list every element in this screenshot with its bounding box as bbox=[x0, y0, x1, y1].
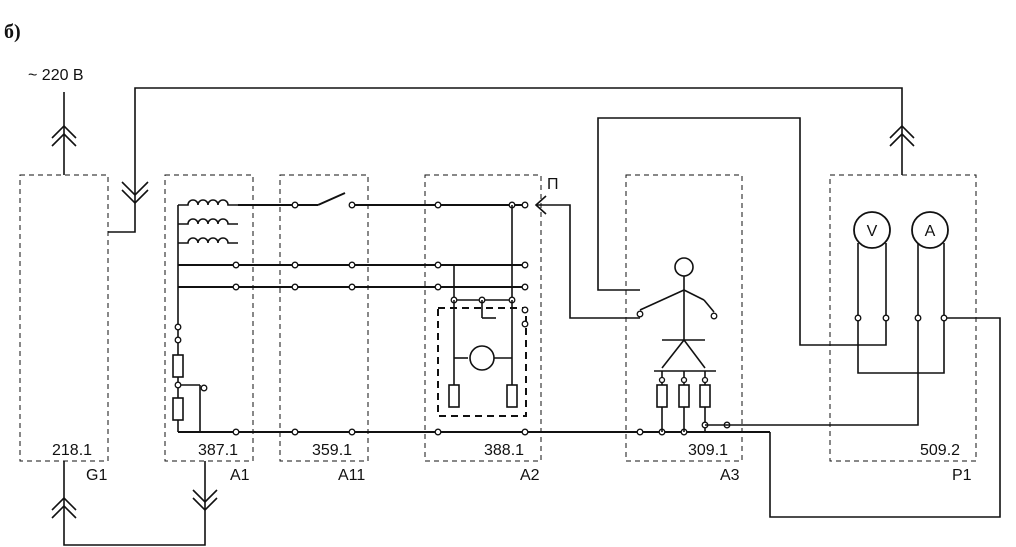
ammeter-label: A bbox=[925, 223, 936, 240]
head-icon bbox=[674, 257, 694, 277]
probe-connector: П bbox=[534, 176, 640, 319]
block-p1-code: 509.2 bbox=[920, 442, 960, 459]
block-a11: 359.1 A11 bbox=[279, 174, 369, 484]
block-g1-id: G1 bbox=[86, 467, 107, 484]
g1-to-a1-wire bbox=[51, 461, 218, 546]
human-figure bbox=[636, 257, 718, 372]
block-g1-code: 218.1 bbox=[52, 442, 92, 459]
block-p1: 509.2 P1 bbox=[829, 174, 977, 484]
block-g1: 218.1 G1 bbox=[19, 174, 109, 484]
block-a3-id: A3 bbox=[720, 467, 740, 484]
a2-internals bbox=[437, 205, 529, 417]
supply-label: ~ 220 В bbox=[28, 67, 84, 84]
figure-label: б) bbox=[4, 21, 21, 43]
block-a11-code: 359.1 bbox=[312, 442, 352, 459]
voltmeter-icon: V bbox=[853, 211, 891, 249]
block-a2-code: 388.1 bbox=[484, 442, 524, 459]
supply-connector: ~ 220 В bbox=[28, 67, 84, 175]
voltmeter-label: V bbox=[867, 223, 878, 240]
body-resistances bbox=[656, 371, 731, 432]
ammeter-icon: A bbox=[911, 211, 949, 249]
block-a2: 388.1 A2 bbox=[424, 174, 542, 484]
block-p1-id: P1 bbox=[952, 467, 972, 484]
a2-motor-symbol bbox=[469, 345, 495, 371]
block-a1: 387.1 A1 bbox=[164, 174, 254, 484]
phase-line-1 bbox=[238, 192, 529, 209]
block-a1-code: 387.1 bbox=[198, 442, 238, 459]
block-a11-id: A11 bbox=[338, 467, 365, 484]
block-a2-id: A2 bbox=[520, 467, 540, 484]
neutral-line bbox=[178, 428, 770, 436]
a1-internals bbox=[172, 199, 238, 432]
phase-line-2 bbox=[178, 261, 529, 269]
measurement-wires bbox=[597, 117, 1001, 518]
phase-line-3 bbox=[178, 283, 529, 291]
block-a3-code: 309.1 bbox=[688, 442, 728, 459]
probe-label: П bbox=[547, 176, 559, 193]
block-a1-id: A1 bbox=[230, 467, 250, 484]
g1-to-p1-wire bbox=[108, 87, 915, 233]
